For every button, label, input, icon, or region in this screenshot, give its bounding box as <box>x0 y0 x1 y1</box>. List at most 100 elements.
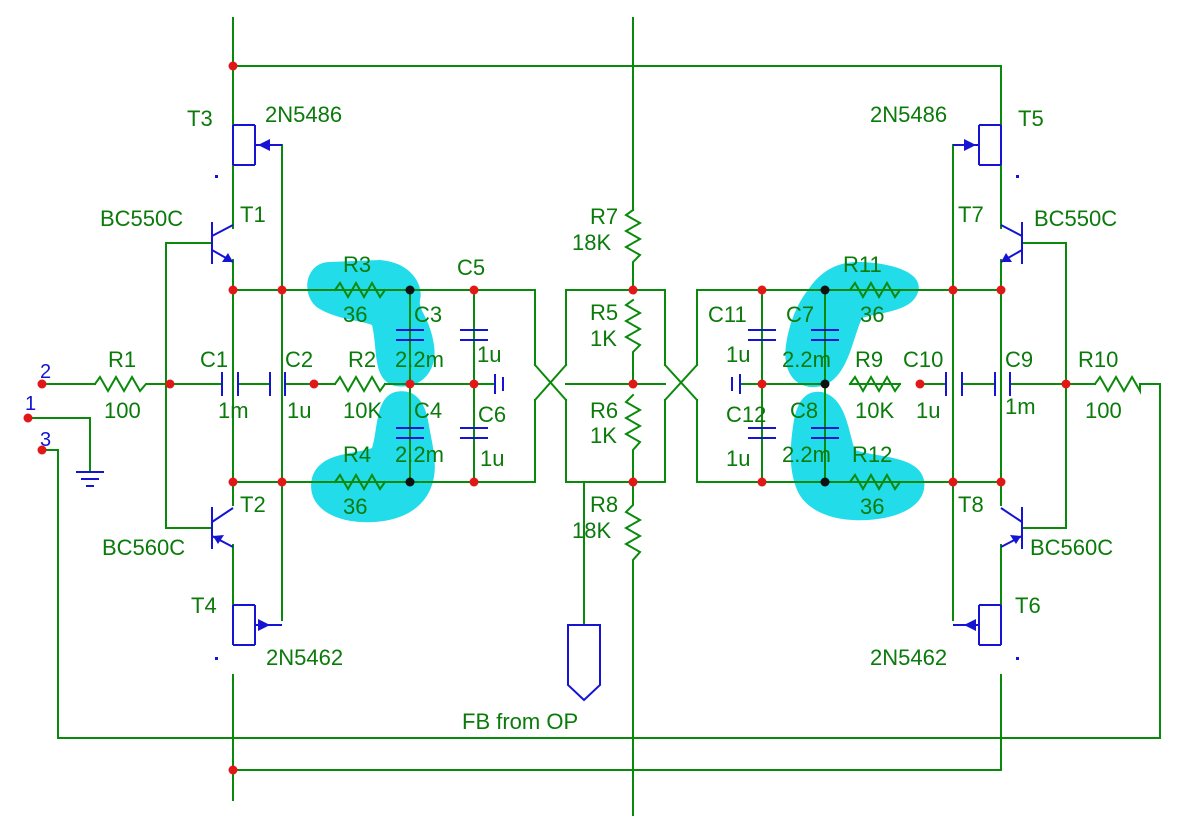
junction-dot <box>469 477 479 487</box>
r6-ref: R6 <box>590 398 618 423</box>
junction-dot <box>820 379 830 389</box>
transistor-t6-symbol <box>953 604 1002 646</box>
junction-dot <box>820 285 830 295</box>
pin-terminal <box>37 379 47 389</box>
resistor-r1-body <box>93 374 151 394</box>
resistor-r3-body <box>333 280 387 300</box>
transistor-t5-symbol <box>953 124 1002 166</box>
t8-part: BC560C <box>1030 535 1113 560</box>
t3-part: 2N5486 <box>265 102 342 127</box>
resistor-r4-body <box>333 472 387 492</box>
c10-value: 1u <box>916 398 940 423</box>
c9-ref: C9 <box>1005 347 1033 372</box>
junction-dot <box>228 61 238 71</box>
capacitor-c11-body <box>748 329 776 341</box>
junction-dot <box>165 379 175 389</box>
pin-label-3: 3 <box>40 429 51 451</box>
junction-dot <box>757 477 767 487</box>
c5-value: 1u <box>477 342 501 367</box>
resistor-r10-body <box>1093 374 1141 395</box>
resistor-r5-body <box>623 298 643 385</box>
junction-dot <box>996 285 1006 295</box>
resistor-r11-body <box>848 280 902 300</box>
junction-dot <box>405 477 415 487</box>
c1-ref: C1 <box>200 347 228 372</box>
r11-ref: R11 <box>843 252 882 277</box>
c10-ref: C10 <box>903 347 943 372</box>
t7-part: BC550C <box>1034 206 1117 231</box>
junction-dot <box>469 285 479 295</box>
t6-part: 2N5462 <box>870 645 947 670</box>
r4-ref: R4 <box>343 442 371 467</box>
junction-dot <box>277 285 287 295</box>
junction-dot <box>309 379 319 389</box>
c2-value: 1u <box>287 398 311 423</box>
c6-ref: C6 <box>478 402 506 427</box>
junction-dot <box>757 285 767 295</box>
r3-value: 36 <box>343 302 367 327</box>
r3-ref: R3 <box>343 252 371 277</box>
pin-label-2: 2 <box>40 361 51 383</box>
r7-ref: R7 <box>590 204 618 229</box>
components <box>76 124 1141 702</box>
c12-value: 1u <box>726 446 750 471</box>
feedback-connector-icon <box>567 624 601 702</box>
c5-ref: C5 <box>457 255 485 280</box>
t5-part: 2N5486 <box>870 102 947 127</box>
capacitor-c2-body <box>269 372 286 396</box>
c11-ref: C11 <box>708 302 747 327</box>
capacitor-c5-body <box>460 329 488 341</box>
transistor-t4-symbol <box>232 604 282 646</box>
pin-terminal <box>23 413 33 423</box>
r10-value: 100 <box>1085 398 1122 423</box>
r11-value: 36 <box>860 302 884 327</box>
resistor-r7-body <box>623 208 643 291</box>
c9-value: 1m <box>1005 394 1036 419</box>
pin-terminal <box>37 445 47 455</box>
junction-dot <box>757 379 767 389</box>
junction-dot <box>405 379 415 389</box>
junction-dot <box>277 477 287 487</box>
junction-dot <box>820 477 830 487</box>
t3-ref: T3 <box>187 106 213 131</box>
pin-markers <box>215 175 1019 660</box>
r6-value: 1K <box>590 423 617 448</box>
capacitor-c9-body <box>994 372 1011 396</box>
r12-value: 36 <box>860 494 884 519</box>
capacitor-c6-body <box>460 427 488 439</box>
t4-ref: T4 <box>191 593 217 618</box>
r8-value: 18K <box>572 518 611 543</box>
resistor-r9-body <box>848 374 902 394</box>
transistor-t2-symbol <box>211 507 234 549</box>
t1-ref: T1 <box>240 202 266 227</box>
ground-left-icon <box>494 374 504 394</box>
resistor-r6-body <box>623 393 643 483</box>
r8-ref: R8 <box>590 492 618 517</box>
c7-value: 2.2m <box>782 347 831 372</box>
r1-ref: R1 <box>108 347 136 372</box>
junction-dot <box>628 477 638 487</box>
transistor-t7-symbol <box>1000 222 1023 264</box>
t6-ref: T6 <box>1015 593 1041 618</box>
t1-part: BC550C <box>100 206 183 231</box>
junction-dot <box>405 285 415 295</box>
pin-label-1: 1 <box>25 393 36 415</box>
t2-part: BC560C <box>102 535 185 560</box>
c7-ref: C7 <box>786 302 814 327</box>
junction-dot <box>1061 379 1071 389</box>
r10-ref: R10 <box>1078 347 1118 372</box>
c11-value: 1u <box>726 342 750 367</box>
junction-dot <box>628 285 638 295</box>
junction-dot <box>228 285 238 295</box>
resistor-r8-body <box>623 481 643 576</box>
capacitor-c10-body <box>945 372 963 396</box>
resistor-r2-body <box>333 374 387 394</box>
r12-ref: R12 <box>852 442 892 467</box>
junction-dot <box>228 477 238 487</box>
highlight-r3-c3 <box>307 260 435 387</box>
r7-value: 18K <box>572 230 611 255</box>
junction-dot <box>948 477 958 487</box>
t5-ref: T5 <box>1018 106 1044 131</box>
c4-ref: C4 <box>414 398 442 423</box>
